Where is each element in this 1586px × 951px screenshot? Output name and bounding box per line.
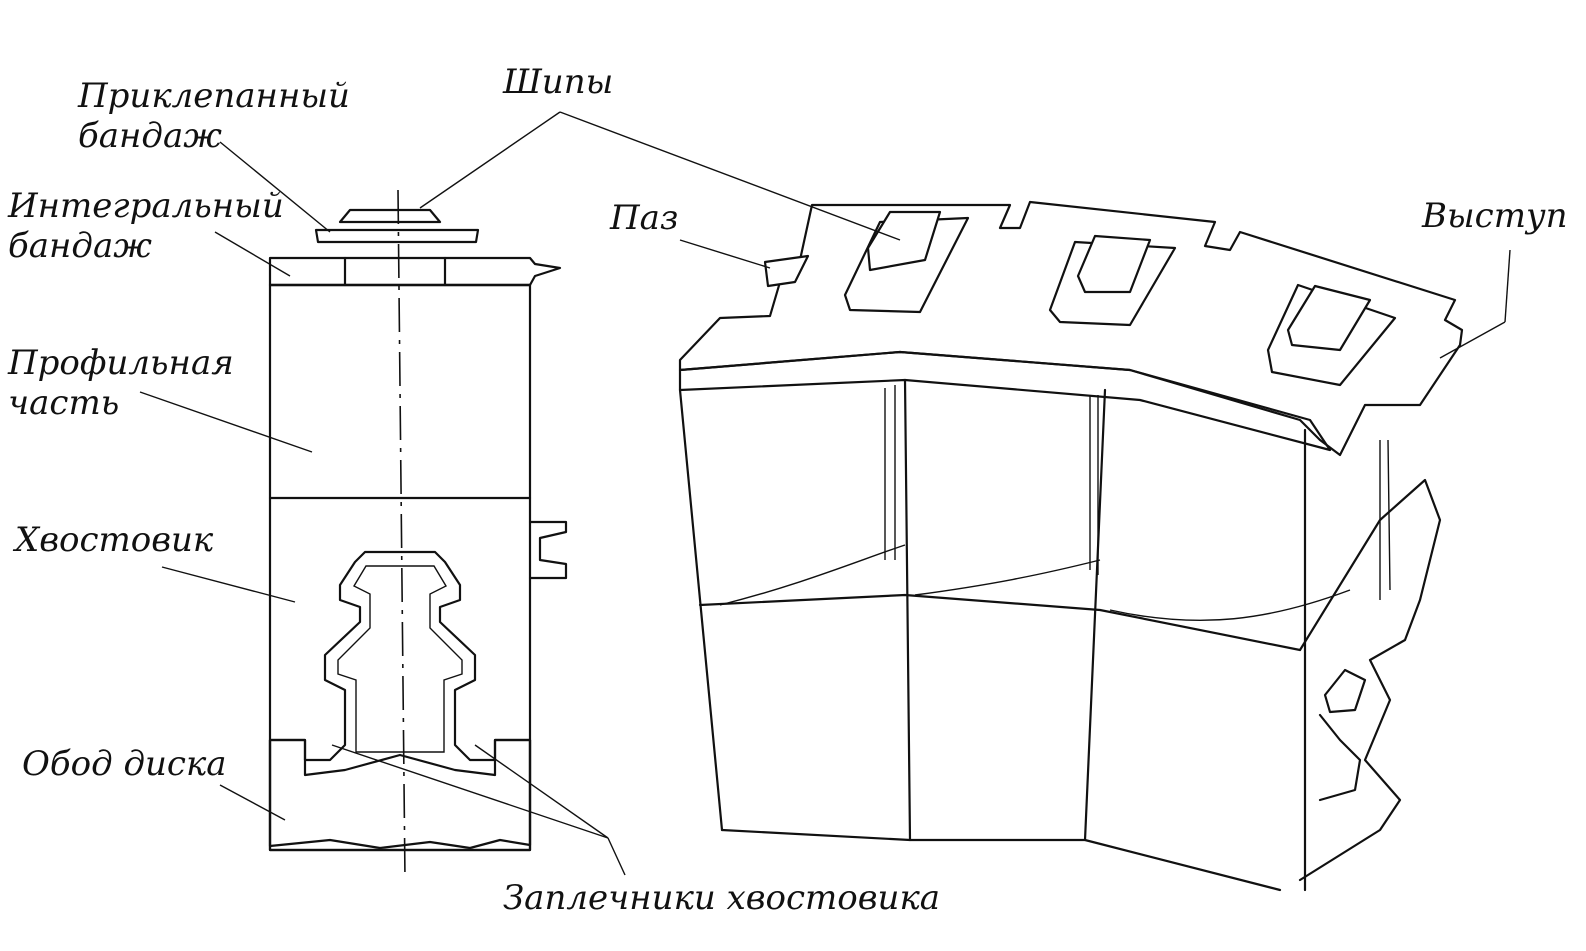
tenons-label: Шипы <box>503 62 614 102</box>
disk-rim-label: Обод диска <box>22 744 227 784</box>
blade-assembly-view <box>419 111 1511 892</box>
tenon-1 <box>843 210 970 314</box>
slot-label: Паз <box>610 198 679 238</box>
integral-shroud-label: Интегральный бандаж <box>8 186 284 266</box>
blade-root <box>268 550 532 852</box>
integral-shroud-part <box>268 256 562 287</box>
slot-feature <box>763 254 810 288</box>
root-label: Хвостовик <box>15 520 214 560</box>
airfoil-label-line1: Профильная <box>8 343 234 383</box>
projection-label: Выступ <box>1422 196 1568 236</box>
integral-shroud-label-line2: бандаж <box>8 226 152 266</box>
riveted-shroud-label-line2: бандаж <box>78 116 222 156</box>
root-shoulders-label: Заплечники хвостовика <box>503 878 941 918</box>
side-notch <box>528 520 568 580</box>
tenon-2 <box>1048 234 1177 327</box>
disk-rim <box>268 738 532 850</box>
airfoil-label-line2: часть <box>8 383 120 423</box>
airfoil-panels <box>678 378 1307 892</box>
shroud-top <box>678 200 1464 457</box>
side-root-profile <box>1298 478 1442 882</box>
riveted-shroud-label-line1: Приклепанный <box>78 76 350 116</box>
integral-shroud-label-line1: Интегральный <box>8 186 284 226</box>
airfoil-label: Профильная часть <box>8 343 234 423</box>
tenon-3 <box>1266 283 1397 387</box>
riveted-shroud-label: Приклепанный бандаж <box>78 76 350 156</box>
blade-section-view <box>139 141 626 881</box>
